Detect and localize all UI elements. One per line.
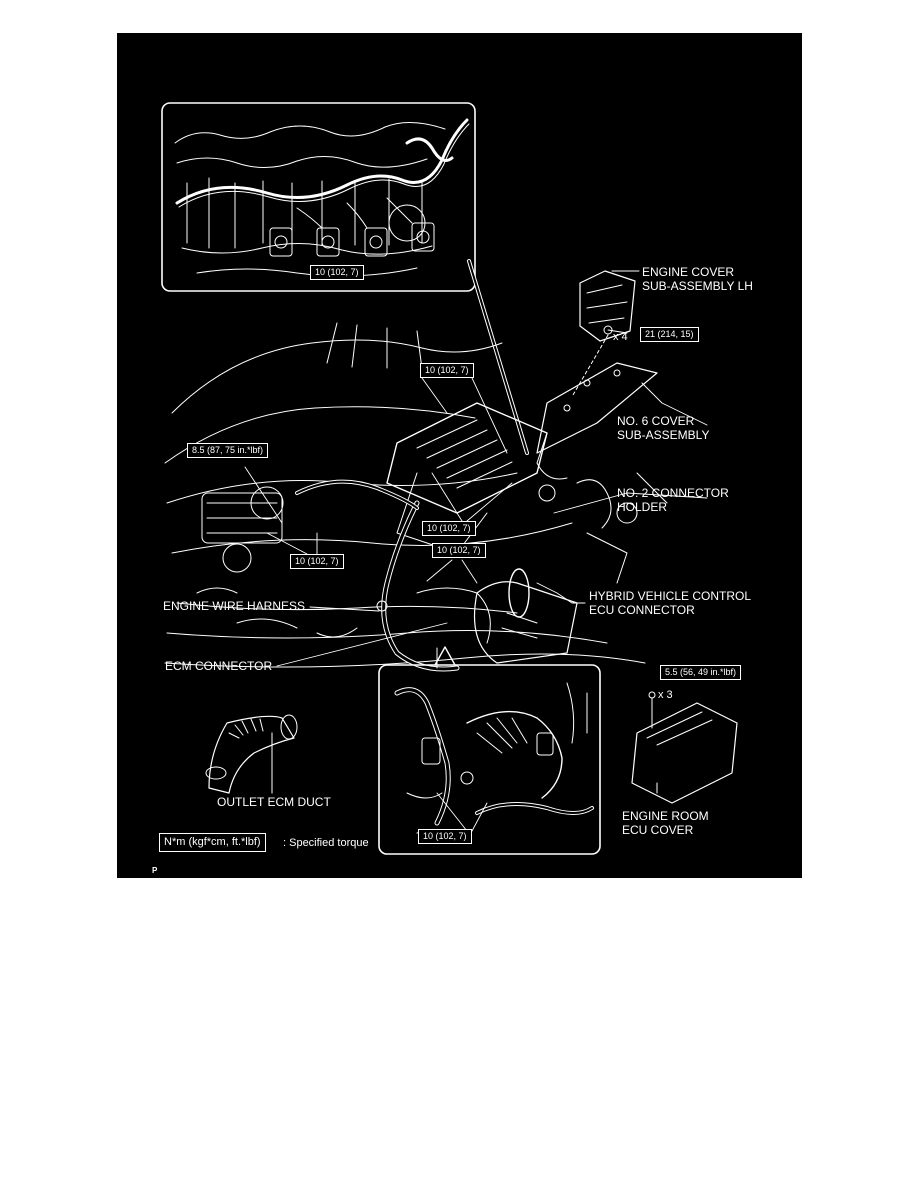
cover-nut-qty: x 4: [613, 331, 628, 343]
no6-cover-label: NO. 6 COVER SUB-ASSEMBLY: [617, 414, 709, 442]
hybrid-ecu-label-line2: ECU CONNECTOR: [589, 603, 695, 617]
torque-upper-center: 10 (102, 7): [420, 363, 474, 378]
torque-inset-bottom: 10 (102, 7): [418, 829, 472, 844]
no6-cover-label-line1: NO. 6 COVER: [617, 414, 695, 428]
no2-connector-label-line1: NO. 2 CONNECTOR: [617, 486, 729, 500]
main-engine-drawing: [164, 270, 668, 672]
page-marker: P: [152, 866, 158, 875]
ecu-cover-label-line2: ECU COVER: [622, 823, 694, 837]
engine-wire-harness-label: ENGINE WIRE HARNESS: [163, 599, 306, 613]
ecu-cover-drawing: [631, 691, 738, 804]
engine-cover-label-line2: SUB-ASSEMBLY LH: [642, 279, 753, 293]
ecu-cover-label: ENGINE ROOM ECU COVER: [622, 809, 709, 837]
ecu-bolt-qty: x 3: [658, 689, 673, 701]
outlet-duct-label: OUTLET ECM DUCT: [217, 795, 331, 809]
leader-lines: [244, 270, 708, 832]
no2-connector-label-line2: HOLDER: [617, 500, 668, 514]
torque-legend-text: : Specified torque: [283, 837, 369, 849]
engine-cover-label-line1: ENGINE COVER: [642, 265, 735, 279]
torque-ecu-cover-bolt: 5.5 (56, 49 in.*lbf): [660, 665, 742, 680]
torque-inset-top: 10 (102, 7): [310, 265, 364, 280]
bottom-inset-detail: [378, 646, 601, 855]
ecm-connector-label: ECM CONNECTOR: [165, 659, 273, 673]
diagram-panel: ENGINE COVER SUB-ASSEMBLY LH NO. 6 COVER…: [117, 33, 802, 878]
no2-connector-label: NO. 2 CONNECTOR HOLDER: [617, 486, 729, 514]
hybrid-ecu-label: HYBRID VEHICLE CONTROL ECU CONNECTOR: [589, 589, 751, 617]
no6-cover-label-line2: SUB-ASSEMBLY: [617, 428, 710, 442]
torque-legend-unit: N*m (kgf*cm, ft.*lbf): [159, 833, 266, 852]
ecu-cover-label-line1: ENGINE ROOM: [622, 809, 709, 823]
torque-mid-1: 10 (102, 7): [422, 521, 476, 536]
hybrid-ecu-label-line1: HYBRID VEHICLE CONTROL: [589, 589, 752, 603]
torque-lower-left: 10 (102, 7): [290, 554, 344, 569]
torque-left: 8.5 (87, 75 in.*lbf): [187, 443, 269, 458]
torque-cover-nut: 21 (214, 15): [640, 327, 699, 342]
outlet-duct-drawing: [205, 714, 298, 794]
engine-cover-label: ENGINE COVER SUB-ASSEMBLY LH: [642, 265, 753, 293]
engine-illustration: [161, 102, 738, 855]
torque-mid-2: 10 (102, 7): [432, 543, 486, 558]
